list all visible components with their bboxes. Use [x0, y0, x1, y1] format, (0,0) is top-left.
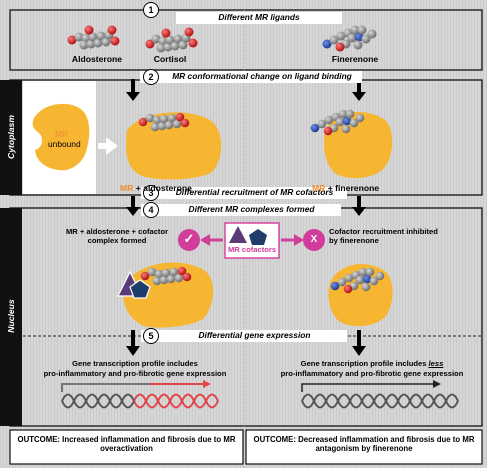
nucleus-sidebar: [0, 208, 22, 426]
step1-bg: [176, 12, 342, 24]
step3-number: 3: [143, 185, 159, 201]
gene-right-line1: Gene transcription profile includes less: [300, 359, 444, 368]
cofactors-label: MR cofactors: [227, 245, 277, 254]
aldosterone-molecule: [67, 25, 120, 50]
cortisol-label: Cortisol: [153, 54, 187, 64]
outcome-left-box: [9, 429, 244, 465]
finerenone-label: Finerenone: [331, 54, 379, 64]
cytoplasm-label: Cytoplasm: [6, 115, 16, 159]
step1-number: 1: [143, 2, 159, 18]
mr-aldosterone-shape: [126, 112, 222, 180]
unbound-mr-label: MR: [55, 129, 69, 139]
bound-aldosterone-molecule: [138, 112, 190, 132]
cytoplasm-sidebar: [0, 80, 22, 195]
mr-aldosterone-label: MR + aldosterone: [120, 183, 192, 193]
gene-right-line2: pro-inflammatory and pro-fibrotic gene e…: [280, 369, 464, 378]
complex-formed-text: MR + aldosterone + cofactor complex form…: [65, 227, 169, 245]
step2-number: 2: [143, 69, 159, 85]
step2-label: MR conformational change on ligand bindi…: [172, 71, 352, 81]
complex-finerenone-molecule: [330, 267, 385, 294]
cross-circle: [303, 229, 325, 251]
check-icon: ✓: [183, 231, 195, 246]
step4-number: 4: [143, 202, 159, 218]
check-circle: [178, 229, 200, 251]
white-arrow: [98, 137, 118, 155]
mr-unbound-shape: [32, 103, 90, 171]
step4-label: Different MR complexes formed: [188, 204, 315, 214]
flow-arrows: [126, 79, 366, 356]
step5-number: 5: [143, 328, 159, 344]
step5-bg: [141, 330, 347, 342]
complex-aldosterone-molecule: [140, 266, 192, 286]
outcome-right-text: OUTCOME: Decreased inflammation and fibr…: [253, 435, 475, 453]
bound-pentagon-cofactor: [129, 279, 151, 299]
bound-finerenone-molecule: [310, 109, 365, 136]
ligands-panel: [9, 9, 483, 71]
cortisol-molecule: [145, 27, 198, 53]
step3-label: Differential recruitment of MR cofactors: [175, 187, 334, 197]
finerenone-molecule: [322, 25, 377, 52]
mr-finerenone-shape: [324, 111, 393, 179]
free-triangle-cofactor: [229, 226, 247, 243]
gene-left-line2: pro-inflammatory and pro-fibrotic gene e…: [43, 369, 227, 378]
step5-label: Differential gene expression: [198, 330, 311, 340]
dna-right: [301, 380, 459, 409]
outcome-right-box: [245, 429, 483, 465]
aldosterone-label: Aldosterone: [71, 54, 123, 64]
step4-bg: [141, 204, 341, 216]
nucleus-label: Nucleus: [6, 299, 16, 333]
step1-label: Different MR ligands: [218, 12, 300, 22]
cross-icon: X: [310, 234, 318, 245]
free-pentagon-cofactor: [249, 229, 267, 245]
outcome-left-text: OUTCOME: Increased inflammation and fibr…: [17, 435, 236, 453]
gene-left-line1: Gene transcription profile includes: [72, 359, 198, 368]
cofactor-inhibited-text: Cofactor recruitment inhibited by finere…: [329, 227, 438, 245]
unbound-word-label: unbound: [48, 139, 81, 149]
dna-left: [61, 380, 219, 409]
mr-finerenone-label: MR + finerenone: [312, 183, 380, 193]
step2-bg: [140, 71, 362, 83]
step3-bg: [141, 187, 347, 199]
